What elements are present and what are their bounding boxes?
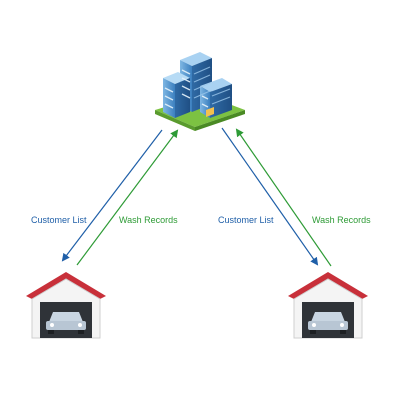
left-garage-icon <box>26 272 106 339</box>
right-wash-records-label: Wash Records <box>312 215 371 225</box>
arrow-left-customer-list <box>61 129 163 262</box>
arrow-right-wash-records <box>235 128 332 267</box>
arrow-left-wash-records <box>76 129 179 266</box>
arrow-right-customer-list <box>221 127 319 266</box>
car-icon <box>46 312 86 334</box>
headquarters-building-icon <box>155 52 245 131</box>
car-icon <box>308 312 348 334</box>
right-customer-list-label: Customer List <box>218 215 274 225</box>
left-customer-list-label: Customer List <box>31 215 87 225</box>
left-wash-records-label: Wash Records <box>119 215 178 225</box>
right-garage-icon <box>288 272 368 339</box>
